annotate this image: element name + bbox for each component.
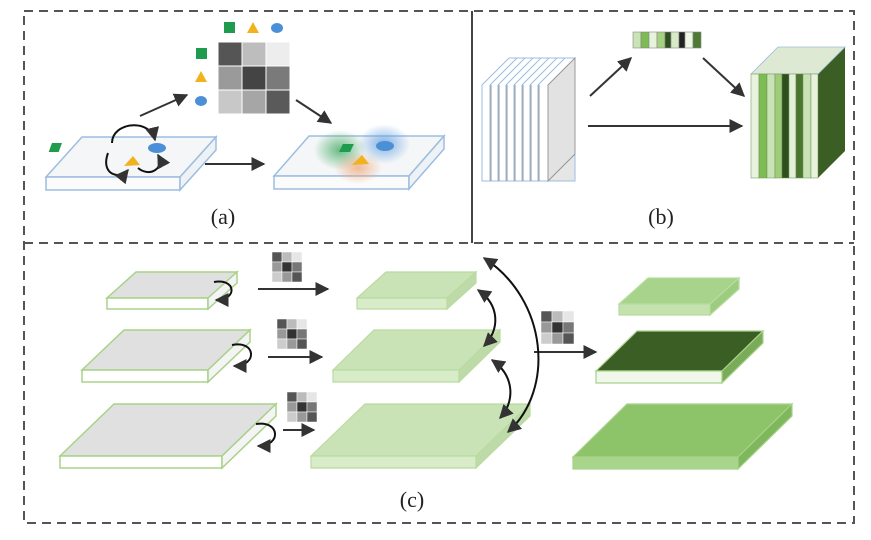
panel-c: (c) [58,251,794,512]
attention-matrix-icon [217,41,291,115]
feature-cube [481,56,576,183]
output-plate-large [571,402,794,471]
gray-plate-large [58,402,278,470]
green-plate-medium [331,328,502,384]
flow-arrows-c [258,282,598,437]
reweighted-cube [750,46,846,179]
green-plate-large [309,402,532,470]
square-marker-icon [48,143,62,152]
relation-arrows [105,124,171,185]
channel-vector [632,31,702,49]
output-plate-medium [594,329,765,385]
triangle-marker-icon [247,22,259,33]
panel-c-label: (c) [400,487,424,512]
triangle-marker-icon [124,156,140,166]
panel-a: (a) [44,22,446,229]
attention-matrix-icon [271,251,303,283]
attention-matrix-icon [540,310,575,345]
input-feature-plate [44,135,218,192]
triangle-marker-icon [352,155,369,165]
panel-a-label: (a) [211,204,235,229]
square-marker-icon [196,48,207,59]
cross-scale-arrows [476,257,540,433]
attention-matrix-icon [286,391,318,423]
output-plate-small [617,276,741,317]
panel-borders [23,10,855,524]
circle-marker-icon [271,23,283,33]
attention-matrix-icon [276,318,308,350]
context-glow [334,152,382,184]
gray-plate-small [105,270,239,311]
circle-marker-icon [195,96,207,106]
circle-marker-icon [376,141,394,151]
panel-b: (b) [481,31,846,229]
self-relation-arrows [213,280,276,453]
flow-arrows-a [139,93,333,171]
square-marker-icon [224,22,235,33]
circle-marker-icon [148,143,166,153]
flow-arrows-b [588,57,746,133]
green-plate-small [355,270,478,311]
panel-b-label: (b) [648,204,674,229]
gray-plate-medium [80,328,252,384]
triangle-marker-icon [195,71,207,82]
square-marker-icon [339,144,354,152]
